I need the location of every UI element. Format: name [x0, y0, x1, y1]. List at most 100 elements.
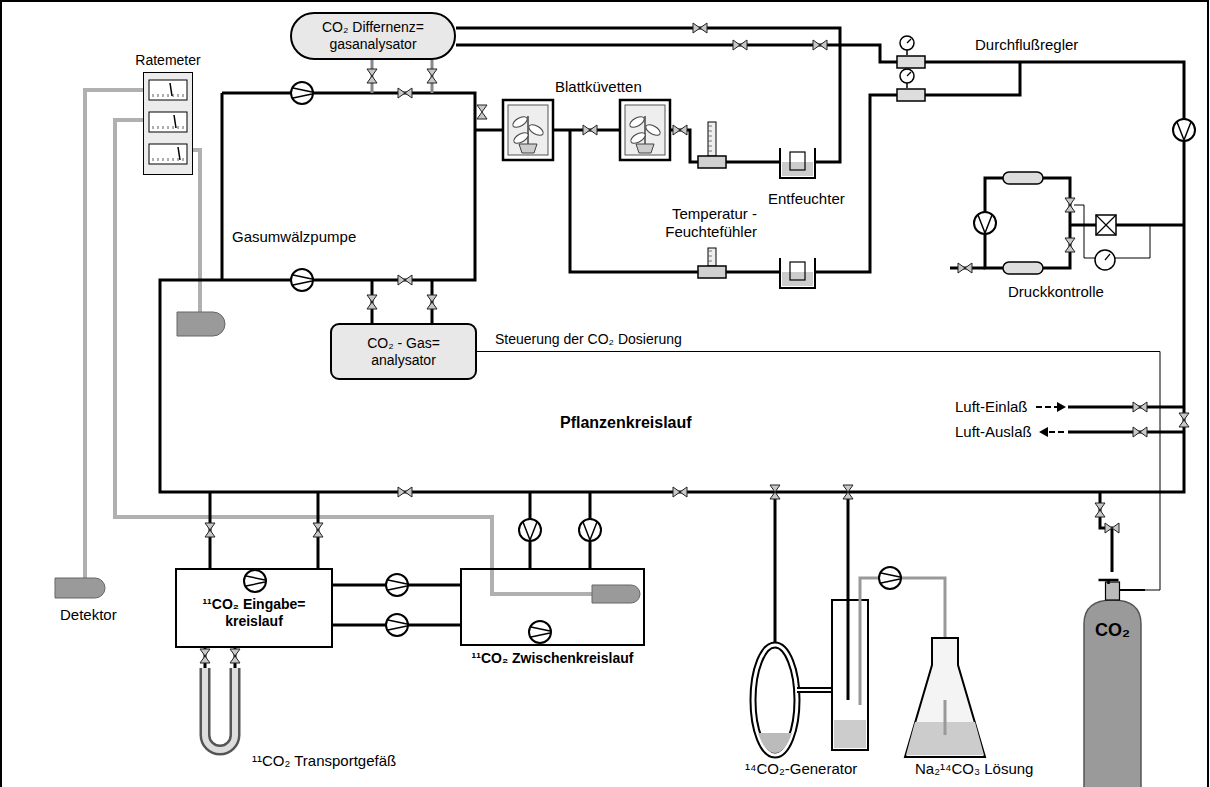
valve-symbol — [200, 649, 210, 663]
acid-line — [944, 700, 947, 735]
valve-symbol — [1105, 523, 1119, 533]
pump-symbol — [879, 567, 901, 589]
plant-leaf — [629, 131, 647, 146]
label-text: Na₂¹⁴CO₃ Lösung — [915, 760, 1033, 777]
control-wire — [1074, 205, 1095, 258]
generator-liquid — [834, 720, 866, 748]
part-label: Na₂¹⁴CO₃ Lösung — [915, 760, 1033, 778]
flow-regulator — [897, 89, 925, 101]
regulator-outlet — [1120, 589, 1146, 591]
pump-symbol — [293, 88, 312, 98]
pipe — [1068, 431, 1184, 434]
air-arrow — [1036, 406, 1058, 408]
pump-symbol — [291, 269, 313, 291]
part-label: Detektor — [60, 606, 117, 624]
plant-leaf — [644, 123, 662, 138]
pipe — [1043, 178, 1070, 268]
valve-symbol — [313, 523, 323, 537]
pipe — [815, 62, 1020, 272]
label-text: Detektor — [60, 606, 117, 623]
fan-pump-symbol — [1177, 122, 1191, 140]
pump-symbol — [386, 574, 408, 596]
cuvette-window — [625, 105, 665, 155]
plant-leaf — [628, 115, 646, 130]
leaf-cuvette — [503, 100, 553, 160]
ratemeter-dial — [149, 144, 187, 164]
control-valve-cross — [1096, 215, 1116, 235]
part-label: Temperatur - Feuchtefühler — [627, 205, 757, 241]
generator-loop-inner — [753, 645, 797, 755]
ratemeter-dial — [149, 112, 187, 132]
thermometer-tick — [708, 146, 712, 147]
valve-symbol — [367, 295, 377, 309]
dial-tick — [178, 126, 179, 129]
valve-symbol — [427, 69, 437, 83]
pump-symbol — [246, 576, 265, 586]
pump-symbol — [388, 620, 407, 630]
plant-stem — [527, 116, 529, 146]
valve-symbol — [770, 485, 780, 499]
flask — [905, 638, 985, 757]
part-label: Entfeuchter — [768, 190, 845, 208]
air-arrow — [1048, 431, 1064, 433]
pump-symbol — [529, 621, 551, 643]
valve-symbol — [367, 69, 377, 83]
node-heading: Ratemeter — [135, 52, 200, 69]
part-label: Pflanzenkreislauf — [560, 414, 692, 432]
valve-symbol — [427, 295, 437, 309]
thermometer-tick — [708, 126, 712, 127]
label-text: Luft-Einlaß — [955, 398, 1028, 415]
dial-tick — [168, 126, 169, 129]
pipe — [847, 600, 850, 700]
thermometer-tick — [708, 256, 712, 257]
pipe — [847, 492, 850, 700]
pipe — [1068, 406, 1184, 409]
thermometer-tick — [708, 131, 712, 132]
ratemeter-box: Ratemeter — [143, 72, 193, 175]
pump-symbol — [388, 580, 407, 590]
pipe — [160, 45, 1184, 492]
label-text: Gasumwälzpumpe — [232, 228, 356, 245]
valve-symbol — [693, 23, 707, 33]
fan-pump-symbol — [978, 215, 992, 233]
fan-pump-symbol — [523, 522, 537, 540]
transport-vessel-inner — [205, 668, 235, 750]
part-label: Luft-Auslaß — [955, 423, 1032, 441]
sensor-block — [698, 266, 726, 278]
label-text: Druckkontrolle — [1008, 283, 1104, 300]
pipe — [1070, 224, 1184, 227]
cylinder-valve — [1106, 582, 1120, 600]
input-circuit-box — [175, 568, 333, 648]
node-text: CO₂ — [1095, 622, 1130, 639]
pipe — [456, 28, 840, 162]
generator-vessel — [832, 600, 868, 750]
label-text: Blattküvetten — [555, 78, 642, 95]
sensor-block — [698, 156, 726, 168]
node-heading: ¹¹CO₂ Zwischenkreislauf — [472, 650, 634, 667]
leaf-cuvette — [620, 100, 670, 160]
node-text: CO₂ - Gas= analysator — [342, 335, 465, 369]
pipe — [221, 93, 224, 280]
valve-symbol — [1179, 413, 1189, 427]
label-text: Temperatur - Feuchtefühler — [665, 205, 757, 240]
dehumidifier-insert — [790, 262, 805, 280]
cylinder-outline — [1080, 572, 1145, 787]
pipe — [726, 161, 780, 164]
plant-pot — [519, 144, 537, 153]
pipe — [475, 129, 503, 132]
gauge-needle — [907, 39, 911, 43]
input-circuit-box: ¹¹CO₂ Eingabe= kreislauf — [175, 568, 333, 648]
pump-symbol — [881, 573, 900, 583]
dial-tick — [163, 126, 164, 129]
label-text: Durchflußregler — [975, 36, 1078, 53]
plant-leaf — [511, 115, 529, 130]
pipe — [670, 130, 698, 162]
valve-symbol — [1095, 503, 1105, 517]
thermometer-tick — [708, 136, 712, 137]
valve-symbol — [205, 523, 215, 537]
dial-tick — [158, 158, 159, 161]
